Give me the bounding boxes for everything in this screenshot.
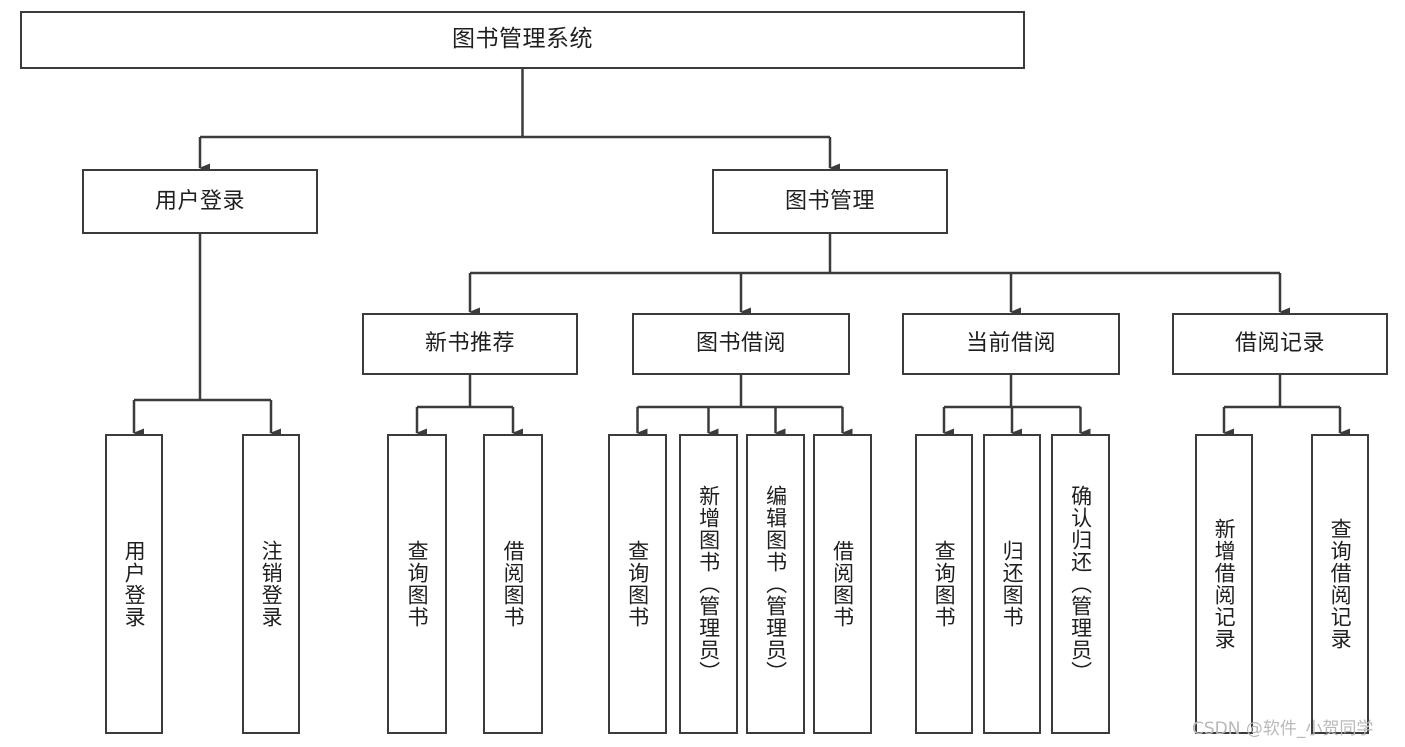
node-label: 查询图书 xyxy=(625,540,650,628)
node-label: 查询图书 xyxy=(932,540,957,628)
node-label: 图书管理系统 xyxy=(452,26,593,53)
node-label: 图书借阅 xyxy=(695,331,786,357)
connector-lines xyxy=(132,69,1350,438)
leaf-record-query-record[interactable]: 查询借阅记录 xyxy=(1311,434,1369,734)
leaf-user-login[interactable]: 用户登录 xyxy=(105,434,163,734)
node-label: 借阅图书 xyxy=(501,540,526,628)
leaf-recommend-borrow-book[interactable]: 借阅图书 xyxy=(483,434,543,734)
node-label: 确认归还（管理员） xyxy=(1068,485,1093,683)
watermark-credit: CSDN @软件_小贺同学 xyxy=(1192,719,1374,739)
leaf-borrow-borrow-book[interactable]: 借阅图书 xyxy=(813,434,872,734)
node-label: 新增图书（管理员） xyxy=(696,485,721,683)
leaf-borrow-add-book[interactable]: 新增图书（管理员） xyxy=(679,434,738,734)
node-book-management[interactable]: 图书管理 xyxy=(712,169,948,234)
node-label: 当前借阅 xyxy=(965,331,1056,357)
node-borrow-record[interactable]: 借阅记录 xyxy=(1172,313,1388,375)
leaf-recommend-query-book[interactable]: 查询图书 xyxy=(387,434,447,734)
node-label: 归还图书 xyxy=(1000,540,1025,628)
node-root-system[interactable]: 图书管理系统 xyxy=(20,11,1025,69)
leaf-record-add-record[interactable]: 新增借阅记录 xyxy=(1195,434,1253,734)
node-label: 用户登录 xyxy=(154,188,245,214)
node-user-login[interactable]: 用户登录 xyxy=(82,169,318,234)
leaf-current-confirm-return[interactable]: 确认归还（管理员） xyxy=(1051,434,1110,734)
node-book-borrow[interactable]: 图书借阅 xyxy=(632,313,850,375)
node-new-book-recommend[interactable]: 新书推荐 xyxy=(362,313,578,375)
node-label: 编辑图书（管理员） xyxy=(763,485,788,683)
node-label: 新书推荐 xyxy=(424,331,515,357)
leaf-current-query-book[interactable]: 查询图书 xyxy=(915,434,973,734)
node-label: 用户登录 xyxy=(122,540,147,628)
leaf-borrow-edit-book[interactable]: 编辑图书（管理员） xyxy=(746,434,805,734)
leaf-user-logout[interactable]: 注销登录 xyxy=(242,434,300,734)
leaf-borrow-query-book[interactable]: 查询图书 xyxy=(608,434,667,734)
node-label: 借阅图书 xyxy=(830,540,855,628)
node-label: 图书管理 xyxy=(784,188,875,214)
node-label: 查询图书 xyxy=(405,540,430,628)
node-label: 查询借阅记录 xyxy=(1328,518,1353,650)
node-label: 新增借阅记录 xyxy=(1212,518,1237,650)
node-current-borrow[interactable]: 当前借阅 xyxy=(902,313,1120,375)
leaf-current-return-book[interactable]: 归还图书 xyxy=(983,434,1041,734)
node-label: 借阅记录 xyxy=(1234,331,1325,357)
node-label: 注销登录 xyxy=(259,540,284,628)
